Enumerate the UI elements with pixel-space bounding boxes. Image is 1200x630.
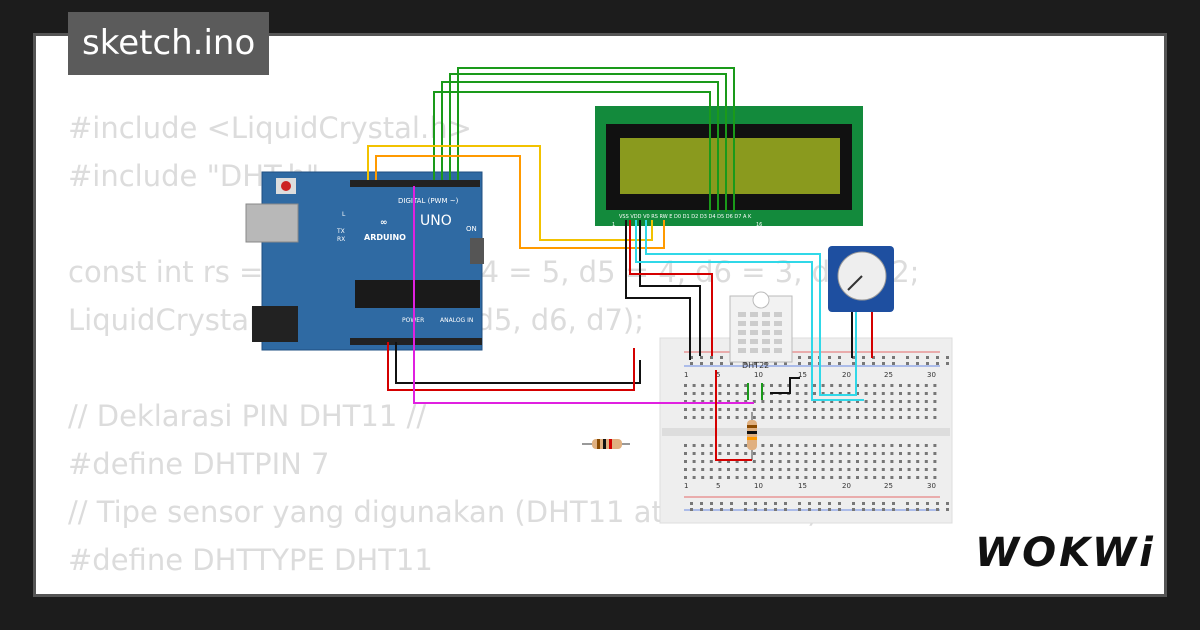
col-label: 1 — [684, 371, 688, 379]
wokwi-logo[interactable]: WOKWi — [975, 530, 1156, 576]
col-label: 20 — [842, 482, 851, 490]
wire-red-dht — [715, 370, 752, 461]
l-label: L — [342, 211, 346, 218]
brand-label: ARDUINO — [364, 233, 406, 242]
breadboard[interactable]: 1 5 10 15 20 25 30 1 5 10 15 20 25 30 — [659, 337, 953, 524]
power-analog-header[interactable] — [350, 338, 482, 345]
wire-green-d4 — [441, 81, 719, 212]
wire-orange-en — [375, 155, 665, 249]
col-label: 5 — [716, 371, 720, 379]
col-label: 5 — [716, 482, 720, 490]
digital-header[interactable] — [350, 180, 480, 187]
dht-mount-hole — [752, 291, 770, 309]
rx-label: RX — [337, 236, 345, 243]
wire-cyan-v0b — [645, 220, 857, 396]
file-tab[interactable]: sketch.ino — [68, 12, 270, 75]
dht-label: DHT22 — [742, 361, 769, 370]
wire-yellow-rs — [367, 145, 653, 241]
lcd-1602[interactable]: VSS VDD V0 RS RW E D0 D1 D2 D3 D4 D5 D6 … — [595, 106, 863, 228]
reset-button[interactable] — [281, 181, 291, 191]
code-line: #define DHTPIN 7 — [68, 447, 330, 481]
col-label: 15 — [798, 371, 807, 379]
icsp-header — [470, 238, 484, 264]
power-jack[interactable] — [252, 306, 298, 342]
resistor-breadboard[interactable] — [747, 412, 757, 460]
dht22-sensor[interactable]: DHT22 — [729, 291, 793, 370]
code-line: #include <LiquidCrystal.h> — [68, 111, 472, 145]
breadboard-holes — [684, 356, 949, 511]
breadboard-center-channel — [662, 428, 950, 436]
wire-black-rw — [639, 220, 701, 356]
arduino-logo-infinity: ∞ — [380, 218, 388, 228]
usb-port[interactable] — [245, 203, 299, 243]
col-label: 25 — [884, 371, 893, 379]
col-label: 20 — [842, 371, 851, 379]
code-line: DHT dht(DHTPIN, DHTTYPE); — [68, 584, 1164, 594]
wire-black-vss — [625, 220, 691, 360]
wire-red-vdd — [629, 220, 713, 356]
breadboard-col-labels: 1 5 10 15 20 25 30 1 5 10 15 20 25 30 — [684, 371, 936, 490]
wire-black-gnd — [395, 342, 641, 384]
on-label: ON — [466, 225, 477, 233]
lcd-screen — [620, 138, 840, 194]
lcd-pin-first: 1 — [612, 222, 615, 228]
code-line: // Deklarasi PIN DHT11 // — [68, 399, 427, 433]
digital-label: DIGITAL (PWM ~) — [398, 197, 459, 205]
resistor-loose[interactable] — [582, 439, 630, 449]
potentiometer[interactable] — [828, 246, 894, 312]
col-label: 30 — [927, 482, 936, 490]
arduino-uno[interactable]: DIGITAL (PWM ~) ∞ ARDUINO UNO ON TX RX L… — [245, 171, 484, 351]
col-label: 10 — [754, 482, 763, 490]
tx-label: TX — [336, 228, 345, 235]
wires — [367, 67, 873, 461]
wire-green-d5 — [433, 91, 711, 212]
atmega-chip — [355, 280, 480, 308]
pot-indicator — [847, 275, 863, 291]
wire-green-dht-legs — [747, 383, 763, 400]
wire-black-dht — [770, 377, 800, 394]
col-label: 30 — [927, 371, 936, 379]
lcd-pin-labels: VSS VDD V0 RS RW E D0 D1 D2 D3 D4 D5 D6 … — [619, 214, 752, 220]
wire-green-d2 — [457, 67, 735, 212]
code-line: #define DHTTYPE DHT11 — [68, 543, 433, 577]
dht-grille — [738, 312, 782, 353]
col-label: 10 — [754, 371, 763, 379]
model-label: UNO — [420, 213, 452, 229]
analog-label: ANALOG IN — [440, 317, 473, 324]
col-label: 1 — [684, 482, 688, 490]
col-label: 15 — [798, 482, 807, 490]
lcd-pin-last: 16 — [756, 222, 762, 228]
col-label: 25 — [884, 482, 893, 490]
wire-red-5v — [387, 342, 635, 391]
wire-cyan-v0 — [635, 220, 864, 401]
wire-magenta-pin7 — [413, 186, 754, 404]
wire-green-d3 — [449, 73, 727, 212]
